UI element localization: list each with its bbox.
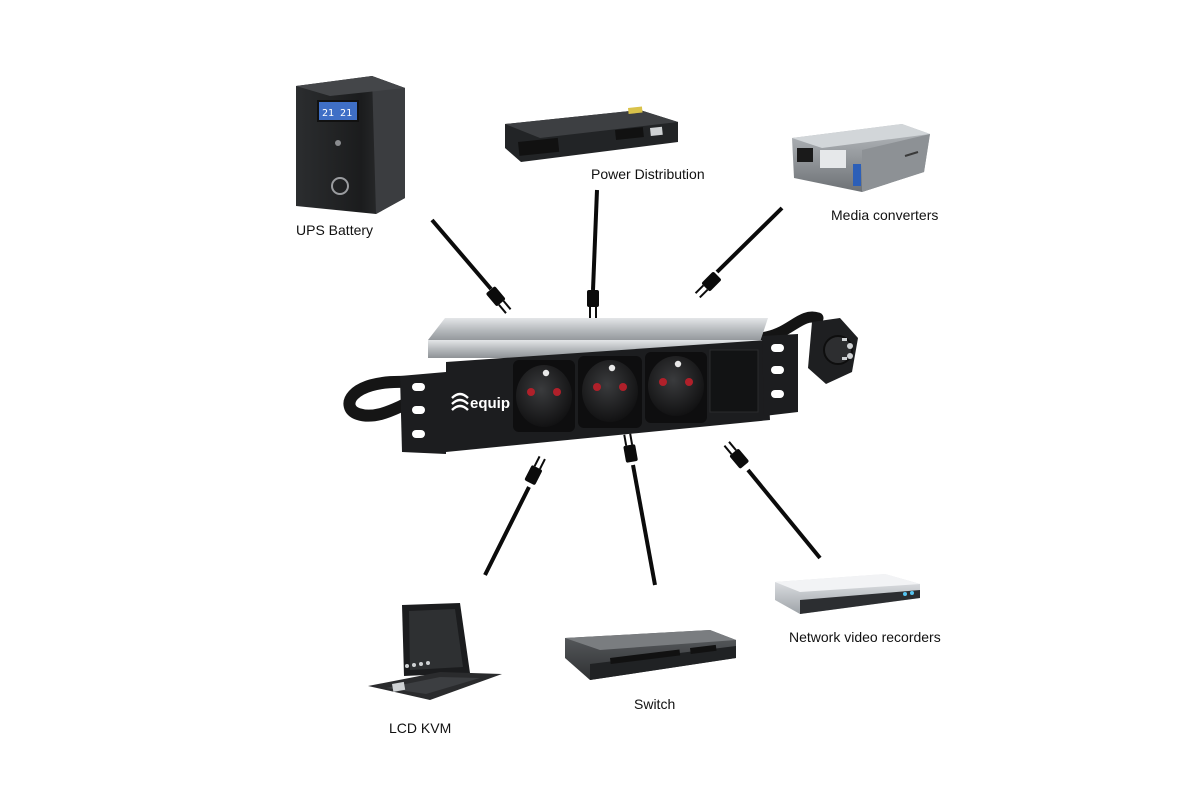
label-media-converters: Media converters [831,207,939,223]
ups-battery-icon: 21 21 [296,76,405,214]
cable-lcd-kvm [483,455,546,576]
socket-3 [645,352,707,423]
blank-panel [709,349,759,413]
svg-text:21 21: 21 21 [322,108,352,119]
strip-handle [343,375,409,422]
cable-power-distribution [587,189,599,318]
power-distribution-icon [505,106,678,162]
cable-media-converters [694,206,784,299]
right-mount-ear [762,334,798,416]
cable-nvr [723,441,822,560]
media-converter-icon [792,124,930,192]
label-power-distribution: Power Distribution [591,166,705,182]
label-switch: Switch [634,696,676,712]
network-switch-icon [565,630,736,680]
cable-ups [430,218,512,314]
socket-1 [513,360,575,432]
label-lcd-kvm: LCD KVM [389,720,452,736]
brand-logo-text: equip [470,395,510,412]
power-strip: equip [343,311,858,454]
schuko-plug-icon [808,318,858,384]
socket-2 [578,356,642,428]
nvr-icon [775,574,920,614]
strip-rail [428,318,768,342]
label-ups-battery: UPS Battery [296,222,374,238]
lcd-kvm-icon [368,603,502,700]
equip-logo: equip [451,392,510,412]
cable-switch [623,433,657,586]
label-network-video-recorders: Network video recorders [789,629,941,645]
